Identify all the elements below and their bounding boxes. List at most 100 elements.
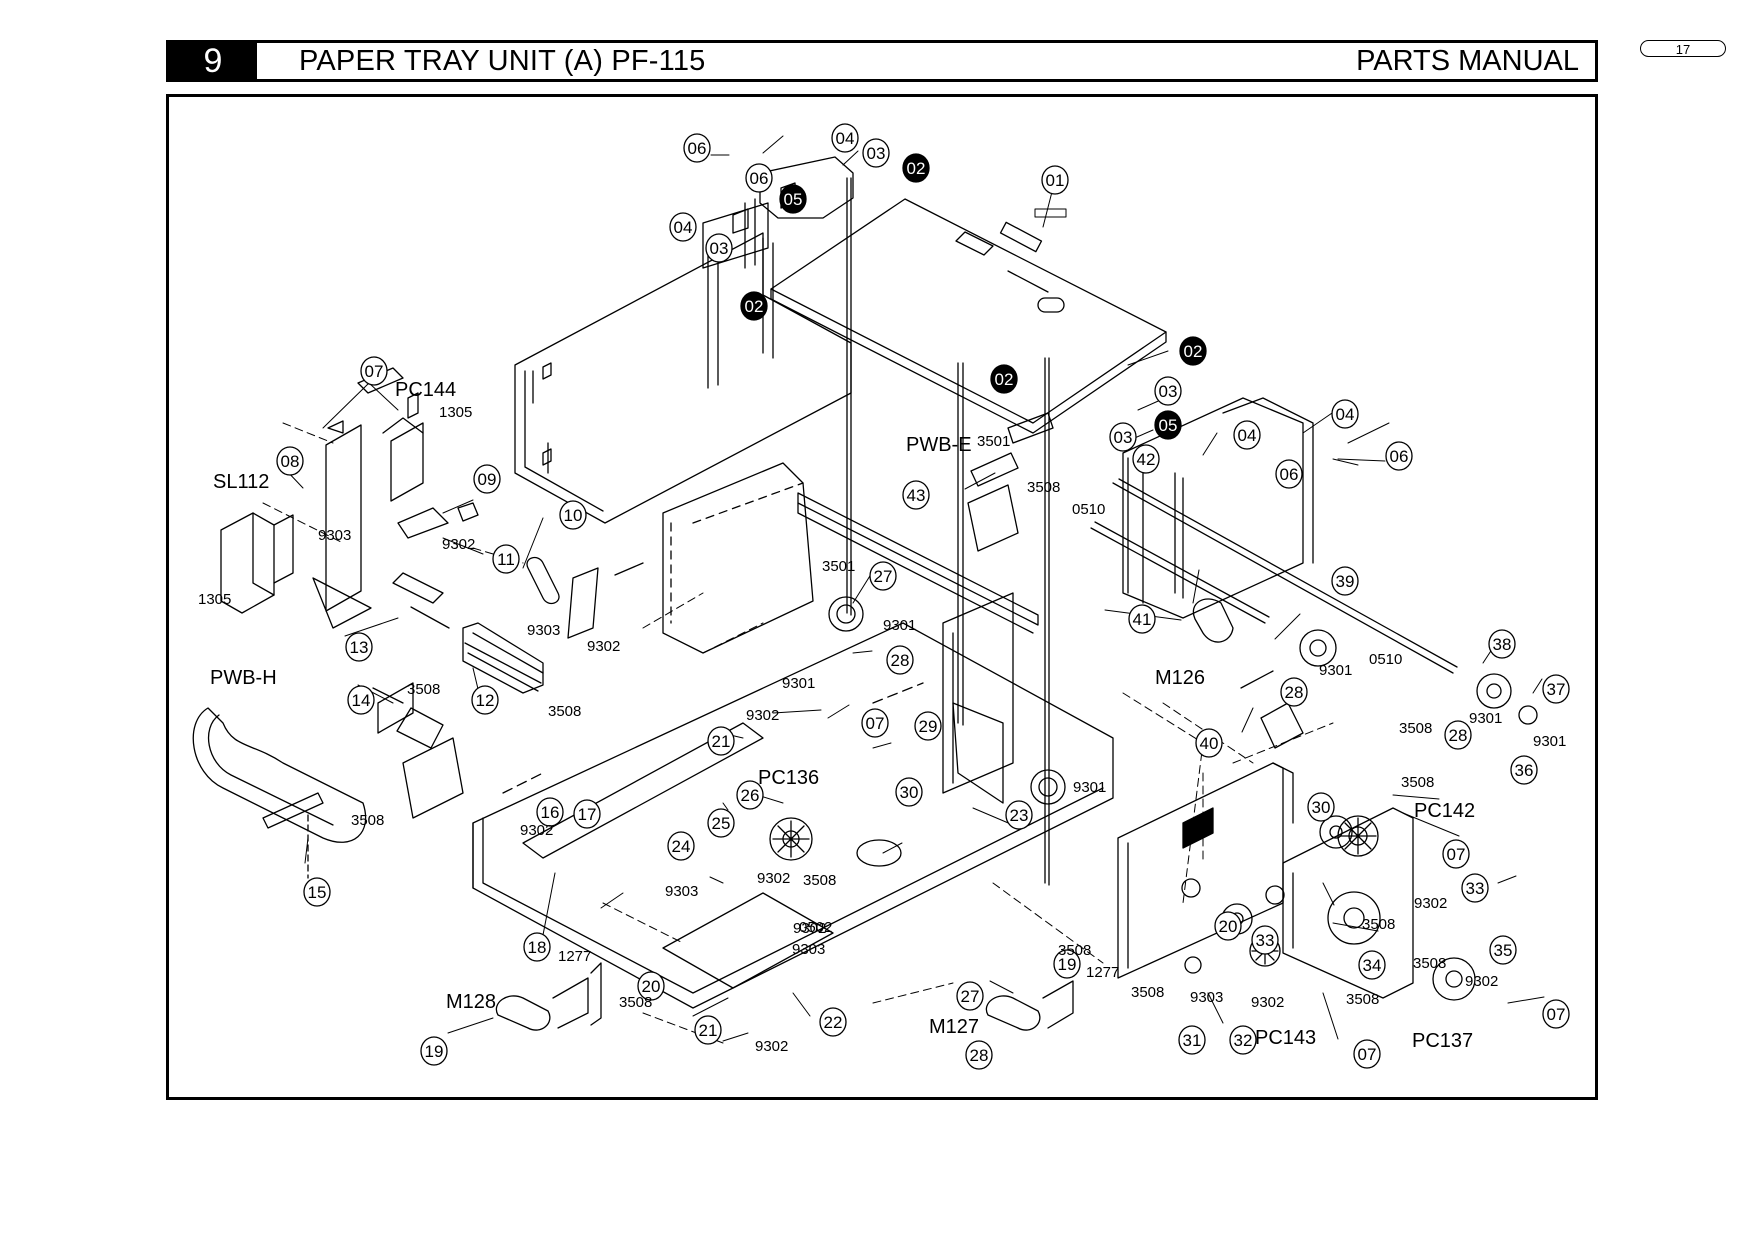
callout: 18 — [523, 932, 551, 962]
callout: 06 — [1275, 459, 1303, 489]
callout-number: 39 — [1336, 572, 1355, 591]
callout-number: 20 — [642, 977, 661, 996]
fastener-code: 1277 — [1086, 964, 1119, 981]
fastener-code: 1277 — [558, 948, 591, 965]
page-number-badge: 17 — [1640, 40, 1726, 57]
fastener-code: 3508 — [351, 812, 384, 829]
callout-number: 04 — [674, 218, 693, 237]
callout-number: 22 — [824, 1013, 843, 1032]
manual-title: PARTS MANUAL — [1356, 45, 1579, 77]
callout: 07 — [861, 708, 889, 738]
callout-number: 12 — [476, 691, 495, 710]
callout: 28 — [1280, 677, 1308, 707]
page-header: 9 PAPER TRAY UNIT (A) PF-115 PARTS MANUA… — [166, 40, 1598, 82]
callout-number: 21 — [699, 1021, 718, 1040]
callout-number: 11 — [497, 550, 515, 569]
callout-filled: 02 — [740, 291, 768, 321]
callout-number: 04 — [1336, 405, 1355, 424]
section-number: 9 — [169, 43, 257, 79]
callout-number: 05 — [784, 190, 803, 209]
callout-number: 01 — [1046, 171, 1065, 190]
exploded-parts-diagram: 0606040302050403020102020305034243040406… — [192, 123, 1570, 1070]
callout-number: 07 — [1447, 845, 1466, 864]
callout: 14 — [347, 685, 375, 715]
callout-number: 30 — [900, 783, 919, 802]
fastener-code: 3508 — [1346, 991, 1379, 1008]
callout-number: 07 — [1547, 1005, 1566, 1024]
callout: 06 — [745, 163, 773, 193]
callout: 07 — [360, 356, 388, 386]
fastener-code: 1305 — [198, 591, 231, 608]
callout: 25 — [707, 808, 735, 838]
callout-number: 38 — [1493, 635, 1512, 654]
callout: 07 — [1442, 839, 1470, 869]
fastener-code: 9301 — [883, 617, 916, 634]
parts-linework — [192, 135, 1545, 1044]
callout-number: 23 — [1010, 806, 1029, 825]
fastener-code: 3508 — [407, 681, 440, 698]
callout-number: 28 — [1449, 726, 1468, 745]
callout-number: 27 — [874, 567, 893, 586]
callout-number: 10 — [564, 506, 583, 525]
component-label: PC143 — [1255, 1027, 1316, 1049]
component-label: PC144 — [395, 379, 456, 401]
callout-number: 29 — [919, 717, 938, 736]
callout: 26 — [736, 780, 764, 810]
callout-number: 18 — [528, 938, 547, 957]
callout: 23 — [1005, 800, 1033, 830]
callout-number: 08 — [281, 452, 300, 471]
component-label: PC136 — [758, 767, 819, 789]
fastener-code: 1305 — [439, 404, 472, 421]
component-label: PWB-E — [906, 434, 972, 456]
callout: 09 — [473, 464, 501, 494]
callout-filled: 05 — [1154, 410, 1182, 440]
fastener-code: 9302 — [757, 870, 790, 887]
callout-number: 32 — [1234, 1031, 1253, 1050]
component-label: PC142 — [1414, 800, 1475, 822]
callout: 24 — [667, 831, 695, 861]
fastener-code: 0502 — [799, 919, 832, 936]
callout-number: 06 — [1390, 447, 1409, 466]
callout-number: 03 — [1159, 382, 1178, 401]
callout-number: 28 — [1285, 683, 1304, 702]
fastener-code: 9302 — [793, 920, 826, 937]
callout: 31 — [1178, 1025, 1206, 1055]
callout: 34 — [1358, 950, 1386, 980]
callout: 04 — [669, 212, 697, 242]
callout-number: 02 — [995, 370, 1014, 389]
callout-number: 36 — [1515, 761, 1534, 780]
callout: 16 — [536, 797, 564, 827]
component-label-layer: PC144SL112PWB-HPWB-EPC136M128M127M126PC1… — [210, 379, 1475, 1052]
component-label: M128 — [446, 991, 496, 1013]
callout: 20 — [1214, 911, 1242, 941]
callout: 04 — [1331, 399, 1359, 429]
callout-number: 09 — [478, 470, 497, 489]
callout-number: 28 — [891, 651, 910, 670]
callout: 10 — [559, 500, 587, 530]
callout-filled: 02 — [990, 364, 1018, 394]
fastener-code: 9302 — [442, 536, 475, 553]
callout: 33 — [1251, 925, 1279, 955]
callout: 06 — [1385, 441, 1413, 471]
callout: 28 — [1444, 720, 1472, 750]
fastener-code: 3508 — [1413, 955, 1446, 972]
callout: 21 — [694, 1015, 722, 1045]
fastener-code: 9303 — [318, 527, 351, 544]
callout: 36 — [1510, 755, 1538, 785]
callout: 32 — [1229, 1025, 1257, 1055]
fastener-code: 9302 — [746, 707, 779, 724]
fastener-code: 0510 — [1072, 501, 1105, 518]
callout-number: 05 — [1159, 416, 1178, 435]
callout-number: 03 — [867, 144, 886, 163]
callout-number: 37 — [1547, 680, 1566, 699]
callout: 07 — [1542, 999, 1570, 1029]
callout-number: 19 — [425, 1042, 444, 1061]
callout-number: 06 — [750, 169, 769, 188]
callout-number: 19 — [1058, 955, 1077, 974]
fastener-code: 9301 — [1319, 662, 1352, 679]
fastener-code: 9301 — [1533, 733, 1566, 750]
fastener-code: 9303 — [527, 622, 560, 639]
callout: 04 — [1233, 420, 1261, 450]
component-label: PWB-H — [210, 667, 277, 689]
